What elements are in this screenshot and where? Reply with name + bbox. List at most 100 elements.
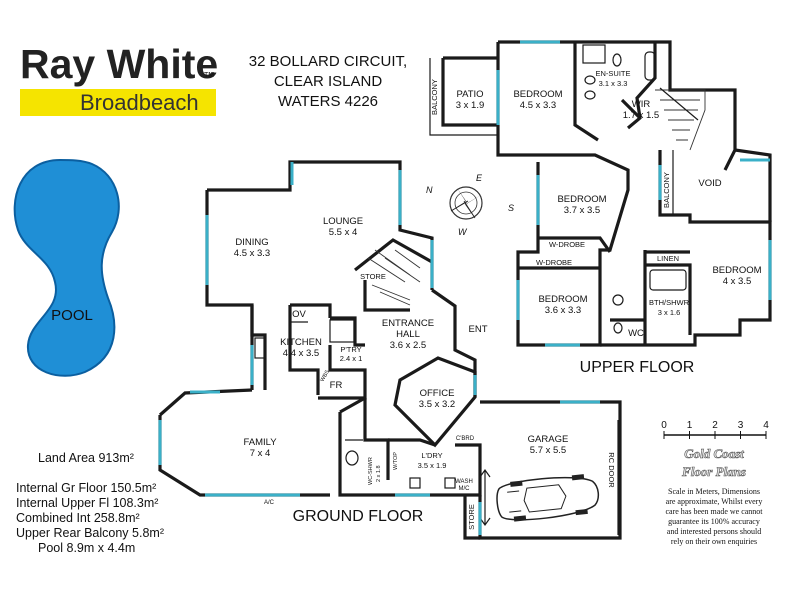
balcony-void-label: BALCONY	[662, 172, 671, 208]
stat-4: Upper Rear Balcony 5.8m²	[16, 526, 164, 540]
brand-accent-bar	[20, 89, 216, 116]
garage-name: GARAGE	[528, 434, 569, 445]
scale-tick-0: 0	[661, 420, 667, 431]
bed3-size: 3.6 x 3.3	[545, 305, 581, 316]
address-line3: WATERS 4226	[278, 93, 378, 110]
scale-tick-2: 2	[712, 420, 718, 431]
ent-label: ENT	[469, 324, 488, 335]
bthshwr-size: 3 x 1.6	[658, 308, 681, 317]
upper-windows	[496, 40, 772, 347]
garage-size: 5.7 x 5.5	[530, 445, 566, 456]
entrance-name2: HALL	[396, 329, 420, 340]
dining-name: DINING	[235, 237, 268, 248]
disclaimer-4: and interested persons should	[667, 527, 761, 536]
wcshwr-size: 2 x 1.8	[376, 465, 382, 482]
entrance-size: 3.6 x 2.5	[390, 340, 426, 351]
kitchen-name: KITCHEN	[280, 337, 322, 348]
cbrd-label: C'BRD	[456, 436, 475, 442]
brand-office: Broadbeach	[80, 90, 199, 115]
bed3-name: BEDROOM	[538, 294, 587, 305]
compass-rose: N S E W	[426, 173, 514, 237]
bed2-size: 3.7 x 3.5	[564, 205, 600, 216]
bed4-name: BEDROOM	[712, 265, 761, 276]
brand-tm: TM	[204, 72, 214, 79]
bed2-name: BEDROOM	[557, 194, 606, 205]
kitchen-size: 4.4 x 3.5	[283, 348, 319, 359]
stat-1: Internal Gr Floor 150.5m²	[16, 481, 156, 495]
gold-coast-floor-plans-logo: Gold Coast Floor Plans	[681, 446, 747, 480]
dining-size: 4.5 x 3.3	[234, 248, 270, 259]
pantry-name: P'TRY	[340, 345, 361, 354]
pool-label: POOL	[51, 307, 93, 324]
office-size: 3.5 x 3.2	[419, 399, 455, 410]
stat-0: Land Area 913m²	[38, 451, 134, 465]
bthshwr-name: BTH/SHWR	[649, 298, 690, 307]
patio-name: PATIO	[456, 89, 483, 100]
rcdoor-label: RC DOOR	[607, 452, 616, 488]
wash-label: WASH	[455, 479, 473, 485]
wbs-label: WBS	[320, 369, 332, 383]
family-name: FAMILY	[243, 437, 277, 448]
linen-label: LINEN	[657, 254, 679, 263]
compass-s: S	[508, 203, 514, 213]
disclaimer-2: care has been made we cannot	[665, 507, 763, 516]
bed1-name: BEDROOM	[513, 89, 562, 100]
disclaimer-1: are approximate, Whilst every	[666, 497, 763, 506]
address-line1: 32 BOLLARD CIRCUIT,	[249, 53, 407, 70]
ldry-name: L'DRY	[421, 451, 442, 460]
wash-sub: M/C	[459, 486, 471, 492]
entrance-name: ENTRANCE	[382, 318, 434, 329]
fr-label: FR	[330, 380, 343, 391]
address-block: 32 BOLLARD CIRCUIT, CLEAR ISLAND WATERS …	[249, 53, 407, 110]
area-stats: Land Area 913m² Internal Gr Floor 150.5m…	[16, 451, 164, 555]
stat-2: Internal Upper Fl 108.3m²	[16, 496, 158, 510]
disclaimer-5: rely on their own enquiries	[671, 537, 757, 546]
lounge-name: LOUNGE	[323, 216, 363, 227]
ground-floor-title: GROUND FLOOR	[293, 508, 424, 525]
ensuite-name: EN-SUITE	[595, 69, 630, 78]
store1-label: STORE	[360, 272, 386, 281]
ldry-size: 3.5 x 1.9	[418, 461, 447, 470]
scale-tick-4: 4	[763, 420, 769, 431]
car-outline	[496, 474, 600, 522]
ensuite-size: 3.1 x 3.3	[599, 79, 628, 88]
bed1-size: 4.5 x 3.3	[520, 100, 556, 111]
lounge-size: 5.5 x 4	[329, 227, 358, 238]
compass-n: N	[426, 185, 433, 195]
compass-w: W	[458, 227, 468, 237]
disclaimer-0: Scale in Meters, Dimensions	[668, 487, 760, 496]
wcshwr-name: WC-SHWR	[368, 457, 374, 485]
brand-name: Ray White	[20, 41, 218, 87]
address-line2: CLEAR ISLAND	[274, 73, 383, 90]
pool-water	[13, 158, 120, 377]
gc-line1: Gold Coast	[684, 446, 744, 461]
ov-label: OV	[292, 309, 306, 320]
ground-room-labels: LOUNGE 5.5 x 4 DINING 4.5 x 3.3 STORE OV…	[234, 216, 616, 530]
bed4-size: 4 x 3.5	[723, 276, 752, 287]
disclaimer-3: guarantee its 100% accuracy	[668, 517, 760, 526]
wtop-label: W/TOP	[393, 452, 399, 470]
stat-5: Pool 8.9m x 4.4m	[38, 541, 135, 555]
wc-upper-label: WC	[628, 328, 644, 339]
pool: POOL	[13, 158, 120, 377]
wdrobe2: W-DROBE	[536, 258, 572, 267]
patio-size: 3 x 1.9	[456, 100, 485, 111]
upper-floor-title: UPPER FLOOR	[580, 359, 695, 376]
balcony-top-label: BALCONY	[430, 79, 439, 115]
ac-label: A/C	[264, 500, 275, 506]
upper-room-labels: PATIO 3 x 1.9 BALCONY BEDROOM 4.5 x 3.3 …	[430, 69, 762, 339]
scale-tick-1: 1	[687, 420, 693, 431]
office-name: OFFICE	[420, 388, 455, 399]
scale-bar: 0 1 2 3 4	[661, 420, 769, 439]
wdrobe1: W-DROBE	[549, 240, 585, 249]
pantry-size: 2.4 x 1	[340, 354, 363, 363]
family-size: 7 x 4	[250, 448, 271, 459]
wir-name: WIR	[632, 99, 651, 110]
disclaimer: Scale in Meters, Dimensions are approxim…	[665, 487, 763, 546]
store2-label: STORE	[467, 504, 476, 530]
compass-e: E	[476, 173, 483, 183]
ray-white-logo: Ray White TM Broadbeach	[20, 41, 218, 116]
ground-windows	[158, 162, 600, 535]
stat-3: Combined Int 258.8m²	[16, 511, 140, 525]
